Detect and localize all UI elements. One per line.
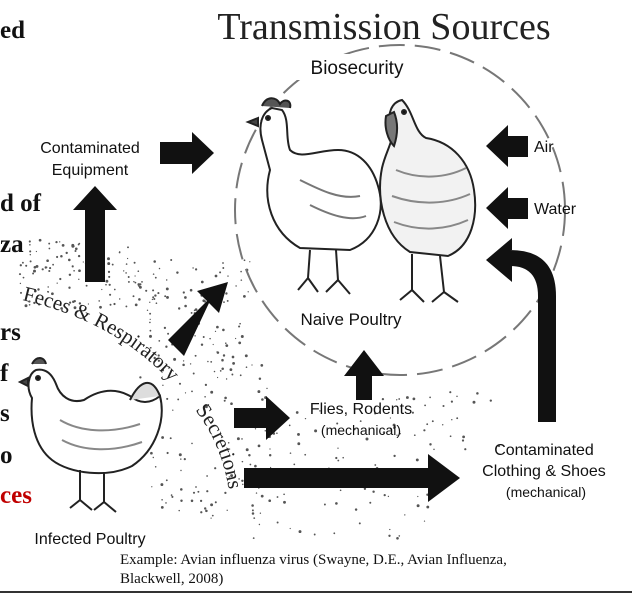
arrow-air [486,125,528,167]
fragment-5: f [0,360,9,387]
naive-poultry-illustration [248,98,475,302]
clothing-label-2: Clothing & Shoes [482,463,606,480]
equipment-label-1: Contaminated [40,140,140,157]
clothing-label-3: (mechanical) [506,484,586,500]
fragment-4: rs [0,319,21,346]
fragment-7: o [0,442,13,469]
infected-poultry-illustration [20,358,162,512]
arrow-secretions-to-equipment [73,186,117,282]
bottom-rule [0,591,632,593]
equipment-label-2: Equipment [52,162,129,179]
arrow-equipment-to-poultry [160,132,214,174]
caption: Example: Avian influenza virus (Swayne, … [120,551,540,589]
naive-poultry-label: Naive Poultry [300,310,402,329]
fragment-8: ces [0,482,32,509]
flies-label-1: Flies, Rodents [310,401,412,418]
biosecurity-label: Biosecurity [311,58,404,79]
arrow-secretions-to-poultry [168,282,228,356]
fragment-3: za [0,231,24,258]
arrow-water [486,187,528,229]
arrow-secretions-to-flies [234,396,290,440]
water-label: Water [534,201,577,218]
fragment-6: s [0,400,10,427]
fragment-1: ed [0,17,25,44]
air-label: Air [534,139,554,156]
fragment-2: d of [0,190,42,217]
diagram-title: Transmission Sources [217,6,550,48]
caption-line-1: Example: Avian influenza virus (Swayne, … [120,551,540,570]
arrow-flies-to-poultry [344,350,384,400]
arrow-clothing-to-poultry [486,238,556,422]
flies-label-2: (mechanical) [321,422,401,438]
infected-poultry-label: Infected Poultry [34,531,145,548]
secretion-spray-dots [19,239,500,540]
caption-line-2: Blackwell, 2008) [120,570,540,589]
clothing-label-1: Contaminated [494,442,594,459]
